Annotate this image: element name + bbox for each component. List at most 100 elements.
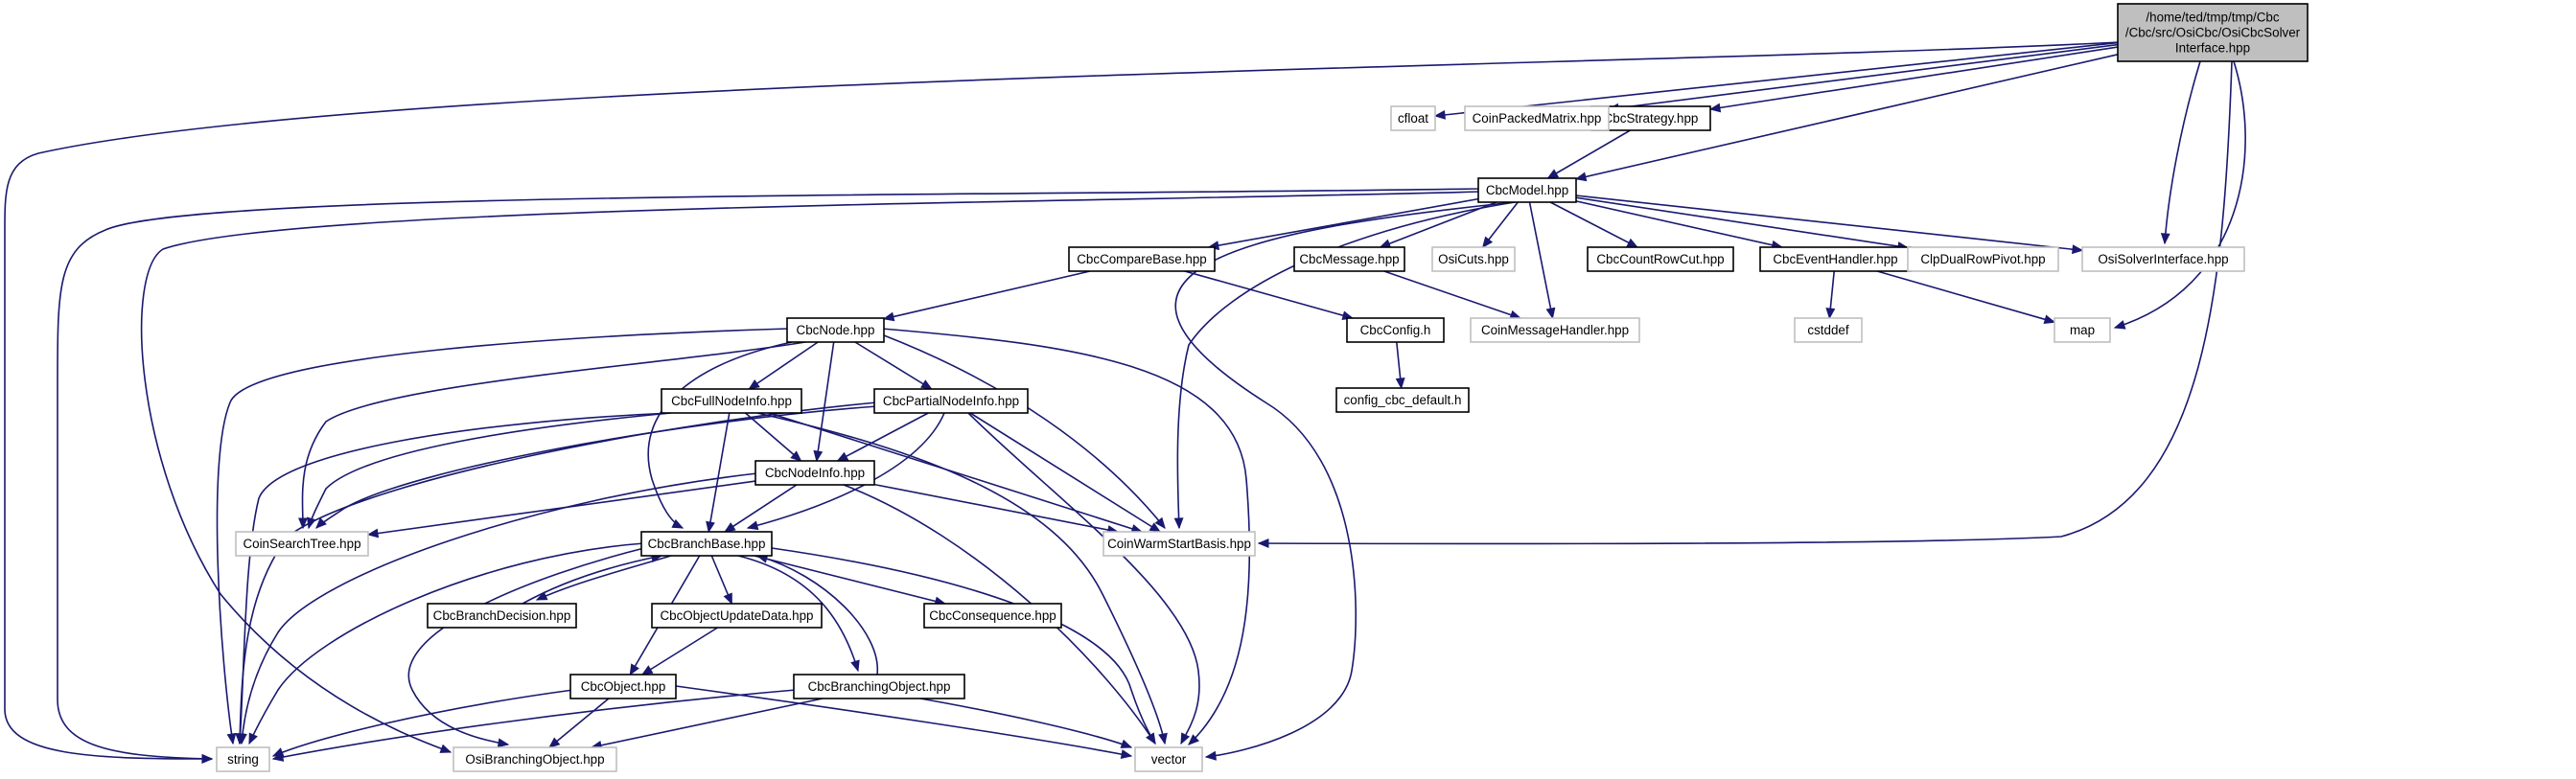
edge-CbcObject-to-vector — [675, 685, 1133, 759]
node-CbcBranchBase[interactable]: CbcBranchBase.hpp — [640, 531, 773, 557]
node-CoinPackedMatrix[interactable]: CoinPackedMatrix.hpp — [1464, 105, 1610, 131]
edge-CbcFullNodeInfo-to-CbcNodeInfo — [744, 412, 802, 462]
node-OsiSolverInterface[interactable]: OsiSolverInterface.hpp — [2081, 246, 2245, 272]
node-CbcBranchingObject[interactable]: CbcBranchingObject.hpp — [793, 674, 965, 699]
edge-CbcNode-to-vector — [881, 328, 1251, 745]
edge-CbcModel-to-string — [57, 188, 1482, 764]
node-label: CbcCountRowCut.hpp — [1596, 252, 1724, 266]
edge-line — [837, 412, 929, 462]
edge-CbcModel-to-CoinWarmStartBasis — [1173, 201, 1516, 530]
edge-line — [816, 341, 835, 462]
edge-root-to-cfloat — [1433, 41, 2119, 120]
node-CbcModel[interactable]: CbcModel.hpp — [1477, 177, 1577, 203]
edge-arrowhead-30 — [920, 379, 933, 390]
node-config_cbc_default[interactable]: config_cbc_default.h — [1335, 387, 1470, 413]
node-label: CbcObject.hpp — [581, 679, 666, 694]
node-CbcCountRowCut[interactable]: CbcCountRowCut.hpp — [1587, 246, 1734, 272]
edge-line — [641, 627, 718, 676]
node-CoinSearchTree[interactable]: CoinSearchTree.hpp — [235, 531, 369, 557]
node-map[interactable]: map — [2054, 317, 2111, 343]
edge-CbcObject-to-OsiBranchingObject — [548, 698, 610, 748]
node-OsiCuts[interactable]: OsiCuts.hpp — [1431, 246, 1516, 272]
edge-line — [881, 328, 1251, 745]
node-label: CbcNodeInfo.hpp — [765, 466, 865, 480]
edge-CbcNode-to-CbcPartialNodeInfo — [854, 341, 933, 390]
node-vector[interactable]: vector — [1134, 746, 1203, 772]
edge-CbcBranchBase-to-CbcObjectUpdateData — [710, 555, 733, 606]
node-label: CbcObjectUpdateData.hpp — [660, 608, 813, 623]
node-OsiBranchingObject[interactable]: OsiBranchingObject.hpp — [453, 746, 617, 772]
edge-arrowhead-48 — [366, 528, 380, 538]
node-CbcPartialNodeInfo[interactable]: CbcPartialNodeInfo.hpp — [873, 388, 1029, 414]
edge-arrowhead-6 — [2113, 320, 2126, 330]
node-CoinMessageHandler[interactable]: CoinMessageHandler.hpp — [1470, 317, 1640, 343]
node-label: CbcBranchDecision.hpp — [433, 608, 571, 623]
edge-line — [969, 412, 1161, 533]
edge-CbcNodeInfo-to-CbcBranchBase — [724, 484, 798, 533]
edge-line — [756, 412, 1166, 745]
node-CbcNode[interactable]: CbcNode.hpp — [786, 317, 885, 343]
edge-CbcEventHandler-to-cstddef — [1825, 270, 1836, 320]
node-label: CoinMessageHandler.hpp — [1481, 323, 1629, 337]
nodes-layer: /home/ted/tmp/tmp/Cbc/Cbc/src/OsiCbc/Osi… — [216, 3, 2309, 772]
edge-line — [1547, 129, 1631, 179]
node-CbcBranchDecision[interactable]: CbcBranchDecision.hpp — [427, 603, 577, 629]
node-label: CbcConsequence.hpp — [929, 608, 1056, 623]
node-label: CbcStrategy.hpp — [1604, 111, 1699, 126]
node-CbcFullNodeInfo[interactable]: CbcFullNodeInfo.hpp — [661, 388, 802, 414]
edge-line — [1208, 197, 1479, 248]
node-CbcEventHandler[interactable]: CbcEventHandler.hpp — [1759, 246, 1912, 272]
edge-CbcBranchBase-to-vector — [771, 547, 1156, 745]
node-CbcMessage[interactable]: CbcMessage.hpp — [1293, 246, 1405, 272]
node-box — [2117, 3, 2309, 62]
edge-CbcModel-to-CoinMessageHandler — [1528, 201, 1556, 320]
edge-line — [1176, 201, 1516, 529]
edge-arrowhead-53 — [497, 738, 510, 748]
node-box — [1390, 105, 1436, 131]
edge-CbcNodeInfo-to-string — [237, 472, 758, 745]
edge-arrowhead-27 — [226, 732, 237, 745]
node-cfloat[interactable]: cfloat — [1390, 105, 1436, 131]
edge-CbcBranchBase-to-CbcBranchingObject — [737, 555, 860, 673]
edge-arrowhead-55 — [723, 592, 732, 606]
edge-arrowhead-28 — [298, 517, 308, 530]
node-label: CbcFullNodeInfo.hpp — [671, 394, 792, 408]
edge-line — [1174, 201, 1516, 758]
edge-CbcNodeInfo-to-CoinSearchTree — [366, 480, 756, 538]
edge-line — [883, 270, 1091, 320]
node-root[interactable]: /home/ted/tmp/tmp/Cbc/Cbc/src/OsiCbc/Osi… — [2117, 3, 2309, 62]
node-CbcConsequence[interactable]: CbcConsequence.hpp — [923, 603, 1062, 629]
node-CbcObjectUpdateData[interactable]: CbcObjectUpdateData.hpp — [651, 603, 823, 629]
edge-CbcNode-to-CbcBranchBase — [647, 341, 793, 529]
edge-CbcObjectUpdateData-to-CbcObject — [640, 627, 718, 676]
edge-arrowhead-44 — [746, 520, 759, 531]
node-CbcConfig[interactable]: CbcConfig.h — [1346, 317, 1445, 343]
node-label: CbcCompareBase.hpp — [1077, 252, 1206, 266]
node-CbcObject[interactable]: CbcObject.hpp — [569, 674, 677, 699]
node-CoinWarmStartBasis[interactable]: CoinWarmStartBasis.hpp — [1102, 531, 1256, 557]
node-string[interactable]: string — [216, 746, 270, 772]
node-CbcStrategy[interactable]: CbcStrategy.hpp — [1590, 105, 1711, 131]
edge-arrowhead-59 — [1146, 732, 1156, 745]
node-ClpDualRowPivot[interactable]: ClpDualRowPivot.hpp — [1907, 246, 2059, 272]
node-cstddef[interactable]: cstddef — [1794, 317, 1863, 343]
edge-root-to-map — [2113, 60, 2246, 330]
edge-arrowhead-20 — [2072, 244, 2084, 255]
node-box — [427, 603, 577, 629]
edge-arrowhead-1 — [1708, 103, 1722, 113]
edge-arrowhead-10 — [439, 744, 453, 753]
node-CbcCompareBase[interactable]: CbcCompareBase.hpp — [1068, 246, 1216, 272]
edge-arrowhead-33 — [1154, 516, 1166, 530]
edge-CbcNode-to-CbcFullNodeInfo — [748, 341, 819, 390]
edge-CbcModel-to-OsiCuts — [1481, 201, 1519, 249]
edge-line — [522, 555, 662, 605]
node-label: map — [2070, 323, 2095, 337]
node-box — [1759, 246, 1912, 272]
edge-CbcModel-to-OsiSolverInterface — [1575, 195, 2084, 255]
edge-line — [1528, 201, 1554, 319]
edge-CbcModel-to-OsiBranchingObject — [140, 191, 1482, 753]
node-CbcNodeInfo[interactable]: CbcNodeInfo.hpp — [754, 460, 875, 486]
node-label: vector — [1151, 752, 1187, 767]
edge-arrowhead-57 — [629, 663, 639, 676]
node-label: CoinSearchTree.hpp — [243, 537, 360, 551]
